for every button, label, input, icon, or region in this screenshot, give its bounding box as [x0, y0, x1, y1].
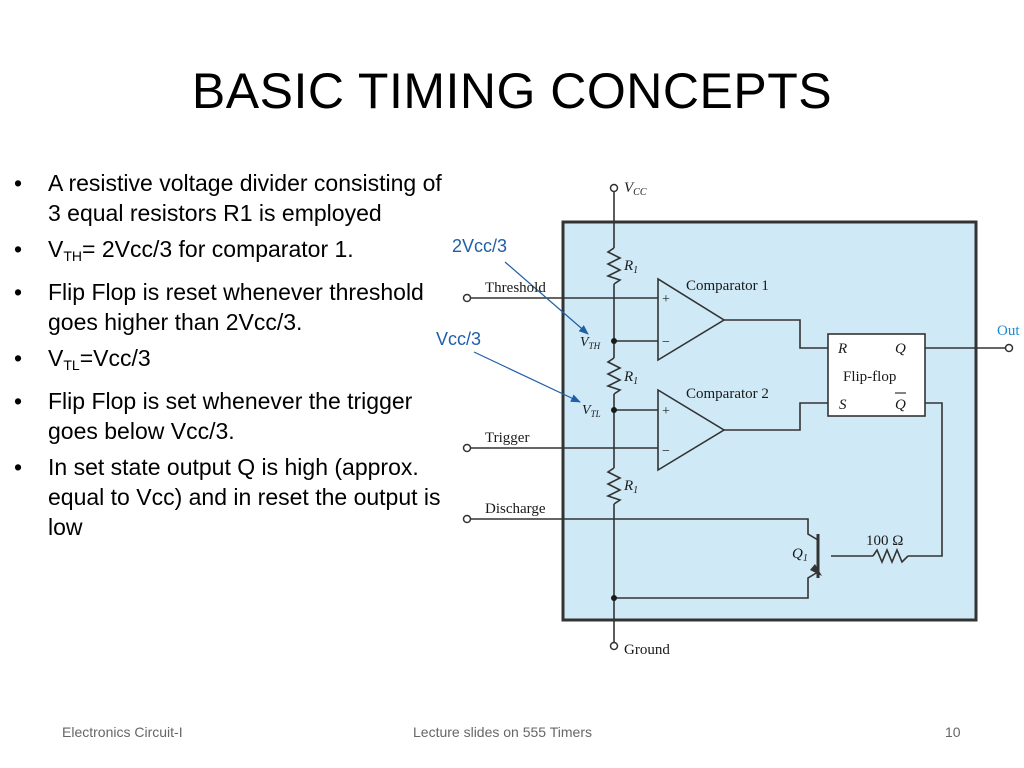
bullet-list: • A resistive voltage divider consisting … [10, 168, 450, 548]
resistor-2 [605, 357, 622, 395]
resistor-100 [872, 547, 909, 565]
trigger-label: Trigger [485, 430, 529, 446]
comparator-2-symbol [657, 388, 726, 472]
comparator-1-symbol [657, 277, 726, 362]
vth-junction [611, 338, 617, 344]
junctions [611, 338, 617, 601]
vtl-label: VTL [582, 403, 601, 419]
qbar-wire [908, 402, 943, 557]
vcc-label: VCC [624, 180, 647, 198]
emitter-arrow-icon [810, 564, 822, 576]
bullet-text: In set state output Q is high (approx. e… [48, 454, 441, 540]
comp1-output-wire [724, 319, 828, 349]
footer-center: Lecture slides on 555 Timers [413, 724, 592, 740]
bullet-text: A resistive voltage divider consisting o… [48, 170, 442, 226]
bullet-text-pre: V [48, 345, 64, 371]
comp1-plus: + [662, 292, 670, 307]
bullet-item: • VTL=Vcc/3 [10, 343, 450, 380]
threshold-terminal [462, 293, 472, 303]
bullet-item: • Flip Flop is reset whenever threshold g… [10, 277, 450, 337]
vcc-terminal [609, 183, 619, 193]
discharge-terminal [462, 514, 472, 524]
bullet-item: • In set state output Q is high (approx. … [10, 452, 450, 542]
chip-box [561, 220, 978, 622]
emitter-wire [614, 571, 819, 599]
footer-page-number: 10 [945, 724, 961, 740]
bullet-dot: • [14, 170, 23, 196]
annotation-2vcc3: 2Vcc/3 [452, 236, 507, 256]
bullet-text-post: =Vcc/3 [79, 345, 151, 371]
comp2-output-wire [724, 402, 828, 431]
out-label: Out [997, 323, 1020, 339]
terminals [462, 183, 1014, 651]
transistor-label: Q1 [792, 546, 808, 564]
bullet-dot: • [14, 345, 23, 371]
ground-label: Ground [624, 642, 670, 658]
comparator-1-label: Comparator 1 [686, 278, 769, 294]
bullet-item: • A resistive voltage divider consisting … [10, 168, 450, 228]
resistor-1 [605, 247, 622, 285]
bullet-item: • VTH= 2Vcc/3 for comparator 1. [10, 234, 450, 271]
slide-title: BASIC TIMING CONCEPTS [191, 63, 833, 119]
footer-left: Electronics Circuit-I [62, 724, 183, 740]
trigger-terminal [462, 443, 472, 453]
threshold-label: Threshold [485, 280, 546, 296]
vth-annotation-arrow [504, 261, 589, 335]
bullet-item: • Flip Flop is set whenever the trigger g… [10, 386, 450, 446]
res100-label: 100 Ω [866, 533, 903, 549]
discharge-wire [470, 518, 819, 541]
ff-r-label: R [837, 341, 847, 357]
vtl-annotation-arrow [473, 351, 581, 403]
bullet-subscript: TH [63, 248, 83, 264]
comp1-minus: − [662, 335, 670, 350]
discharge-label: Discharge [485, 501, 546, 517]
bullet-dot: • [14, 236, 23, 262]
resistor-3 [605, 467, 622, 505]
annotation-vcc3: Vcc/3 [436, 329, 481, 349]
bullet-dot: • [14, 388, 23, 414]
bullet-text: Flip Flop is reset whenever threshold go… [48, 279, 424, 335]
comp2-plus: + [662, 404, 670, 419]
wires [470, 192, 1006, 642]
comparator-2-label: Comparator 2 [686, 386, 769, 402]
bullet-dot: • [14, 454, 23, 480]
comp2-minus: − [662, 444, 670, 459]
ground-junction [611, 595, 617, 601]
ground-terminal [609, 641, 619, 651]
out-terminal [1004, 343, 1014, 353]
r1-label-bottom: R1 [623, 478, 638, 496]
bullet-subscript: TL [63, 357, 80, 373]
bullet-text-post: = 2Vcc/3 for comparator 1. [82, 236, 354, 262]
ff-s-label: S [839, 397, 847, 413]
ff-q-label: Q [895, 341, 906, 357]
vtl-junction [611, 407, 617, 413]
r1-label-middle: R1 [623, 369, 638, 387]
ff-qbar-label: Q [895, 397, 906, 413]
bullet-dot: • [14, 279, 23, 305]
vth-label: VTH [580, 335, 601, 351]
bullet-text-pre: V [48, 236, 64, 262]
flip-flop-box [827, 333, 926, 417]
ff-title: Flip-flop [843, 369, 896, 385]
bullet-text: Flip Flop is set whenever the trigger go… [48, 388, 413, 444]
r1-label-top: R1 [623, 258, 638, 276]
